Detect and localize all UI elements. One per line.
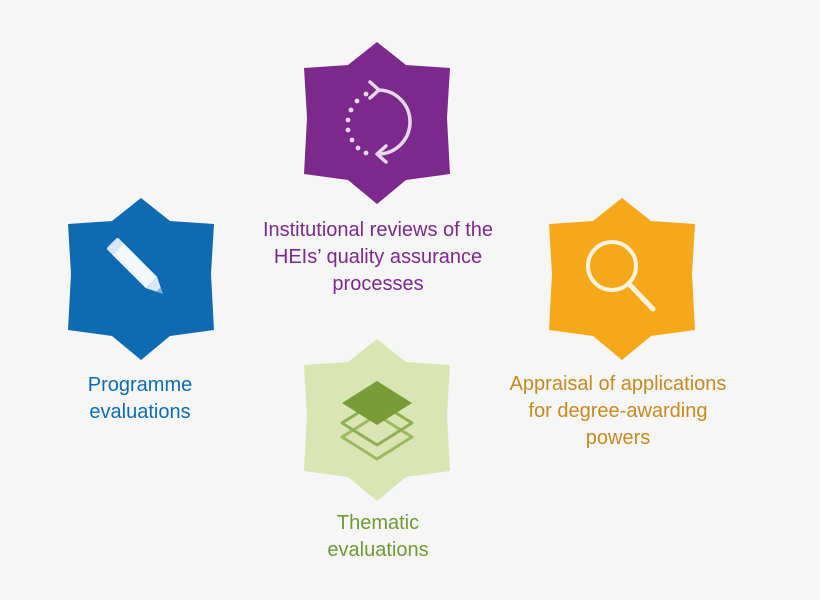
programme-label-line-1: Programme (87, 374, 193, 396)
appraisal-applications-hexagon (547, 196, 697, 362)
layers-icon (340, 381, 414, 461)
thematic-evaluations-hexagon (302, 337, 452, 503)
programme-label-line-2: evaluations (89, 401, 191, 423)
thematic-evaluations-label: Thematic evaluations (298, 510, 458, 564)
appraisal-label-line-3: powers (585, 427, 651, 449)
appraisal-label-line-1: Appraisal of applications (509, 373, 727, 395)
thematic-label-line-2: evaluations (327, 539, 429, 561)
institutional-label-line-2: HEIs’ quality assurance (273, 246, 483, 268)
refresh-cycle-icon (368, 80, 412, 164)
appraisal-hexagon-shape (549, 198, 695, 360)
institutional-reviews-label: Institutional reviews of the HEIs’ quali… (228, 217, 528, 298)
institutional-label-line-1: Institutional reviews of the (262, 219, 494, 241)
programme-evaluations-label: Programme evaluations (60, 372, 220, 426)
institutional-hexagon-shape (304, 42, 450, 204)
programme-evaluations-hexagon (66, 196, 216, 362)
magnifier-icon (586, 240, 656, 312)
thematic-label-line-1: Thematic (336, 512, 420, 534)
appraisal-label-line-2: for degree-awarding (528, 400, 708, 422)
appraisal-applications-label: Appraisal of applications for degree-awa… (478, 371, 758, 452)
institutional-label-line-3: processes (332, 273, 424, 295)
institutional-reviews-hexagon (302, 40, 452, 206)
pencil-icon (107, 238, 163, 294)
refresh-cycle-dots (345, 91, 369, 156)
